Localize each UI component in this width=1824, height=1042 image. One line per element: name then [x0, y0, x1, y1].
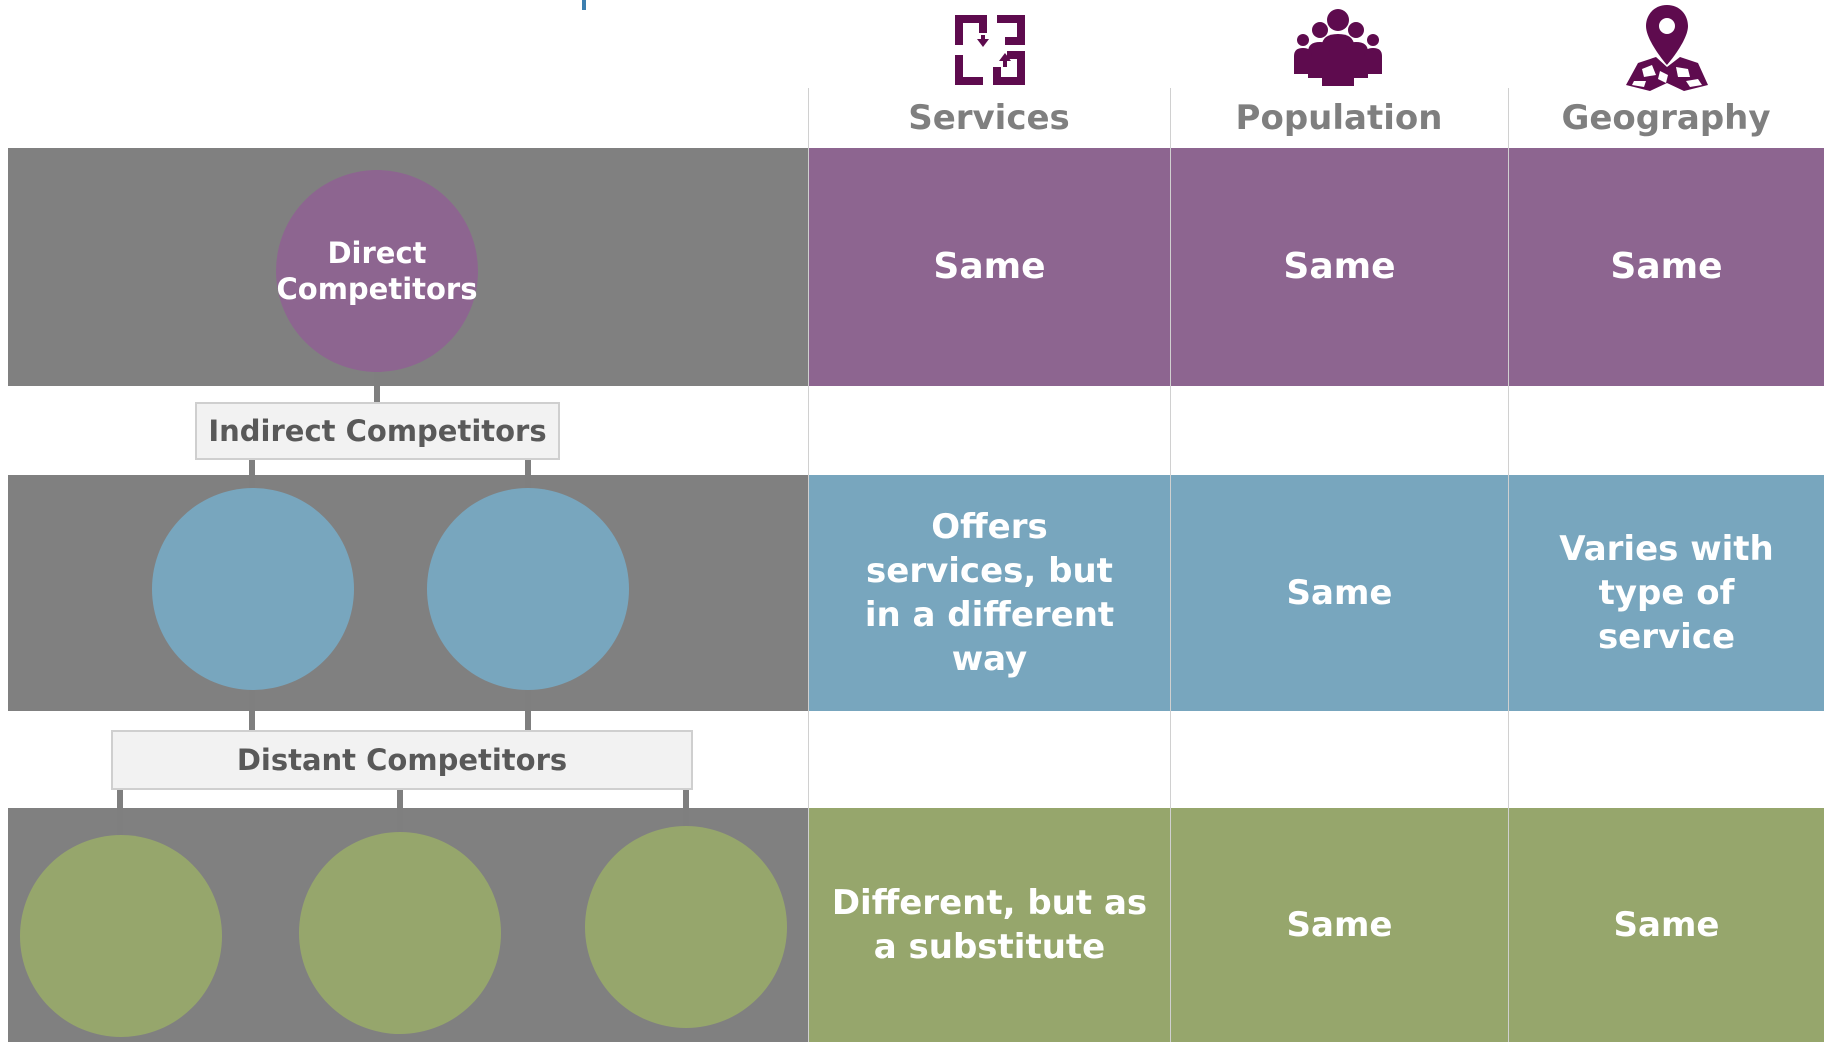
- map-location-pin-icon: [1626, 5, 1708, 91]
- indirect-population-cell: Same: [1171, 475, 1508, 711]
- distant-competitor-circle: [20, 835, 222, 1037]
- connector-line: [249, 458, 255, 492]
- direct-competitors-circle: Direct Competitors: [276, 170, 478, 372]
- indirect-competitor-circle: [152, 488, 354, 690]
- connector-line: [374, 368, 380, 402]
- indirect-geography-cell: Varies with type of service: [1509, 475, 1824, 711]
- column-divider: [1170, 88, 1171, 1042]
- distant-population-cell: Same: [1171, 808, 1508, 1042]
- indirect-population-value: Same: [1286, 572, 1393, 613]
- direct-population-value: Same: [1283, 245, 1396, 287]
- indirect-services-cell: Offers services, but in a different way: [809, 475, 1170, 711]
- indirect-competitor-circle: [427, 488, 629, 690]
- distant-competitors-label: Distant Competitors: [111, 730, 693, 790]
- direct-geography-value: Same: [1610, 245, 1723, 287]
- connector-line: [397, 780, 403, 840]
- column-header-population: Population: [1235, 98, 1443, 138]
- title-fragment: [582, 0, 586, 10]
- column-divider: [1508, 88, 1509, 1042]
- distant-population-value: Same: [1286, 904, 1393, 945]
- indirect-row-band: [8, 475, 808, 711]
- distant-services-cell: Different, but as a substitute: [809, 808, 1170, 1042]
- direct-geography-cell: Same: [1509, 148, 1824, 386]
- connector-line: [117, 780, 123, 840]
- distant-geography-value: Same: [1613, 904, 1720, 945]
- distant-competitor-circle: [299, 832, 501, 1034]
- distant-geography-cell: Same: [1509, 808, 1824, 1042]
- connector-line: [525, 688, 531, 732]
- connector-line: [525, 458, 531, 492]
- connector-line: [249, 688, 255, 732]
- column-divider: [808, 88, 809, 1042]
- column-header-services: Services: [908, 98, 1070, 138]
- direct-services-cell: Same: [809, 148, 1170, 386]
- connector-line: [683, 780, 689, 832]
- services-exchange-icon: [955, 15, 1025, 85]
- indirect-geography-value: Varies with type of service: [1559, 528, 1774, 658]
- distant-services-value: Different, but as a substitute: [831, 882, 1148, 967]
- indirect-services-value: Offers services, but in a different way: [864, 506, 1115, 680]
- indirect-competitors-label: Indirect Competitors: [195, 402, 560, 460]
- direct-population-cell: Same: [1171, 148, 1508, 386]
- direct-circle-label-line1: Direct: [327, 235, 427, 270]
- direct-services-value: Same: [933, 245, 1046, 287]
- people-group-icon: [1294, 9, 1382, 86]
- distant-competitor-circle: [585, 826, 787, 1028]
- column-header-geography: Geography: [1561, 98, 1771, 138]
- direct-circle-label-line2: Competitors: [276, 272, 478, 306]
